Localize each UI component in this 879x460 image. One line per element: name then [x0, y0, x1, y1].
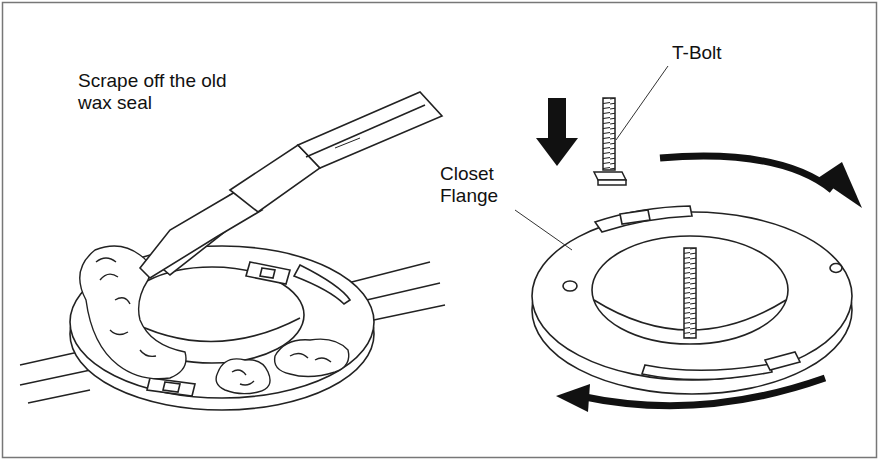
leader-lines: [515, 66, 668, 250]
part-label: Closet Flange: [440, 163, 518, 207]
part-label: T-Bolt: [672, 42, 752, 64]
t-bolt: [594, 98, 696, 338]
instruction-note: Scrape off the old wax seal: [78, 70, 258, 114]
down-arrow: [536, 98, 578, 166]
closet-flange-right: [532, 206, 852, 394]
frame: [3, 3, 877, 458]
wax-seal: [80, 246, 349, 394]
scraper: [140, 92, 442, 278]
closet-flange-left: [70, 246, 374, 410]
rotation-arrows: [556, 156, 862, 412]
